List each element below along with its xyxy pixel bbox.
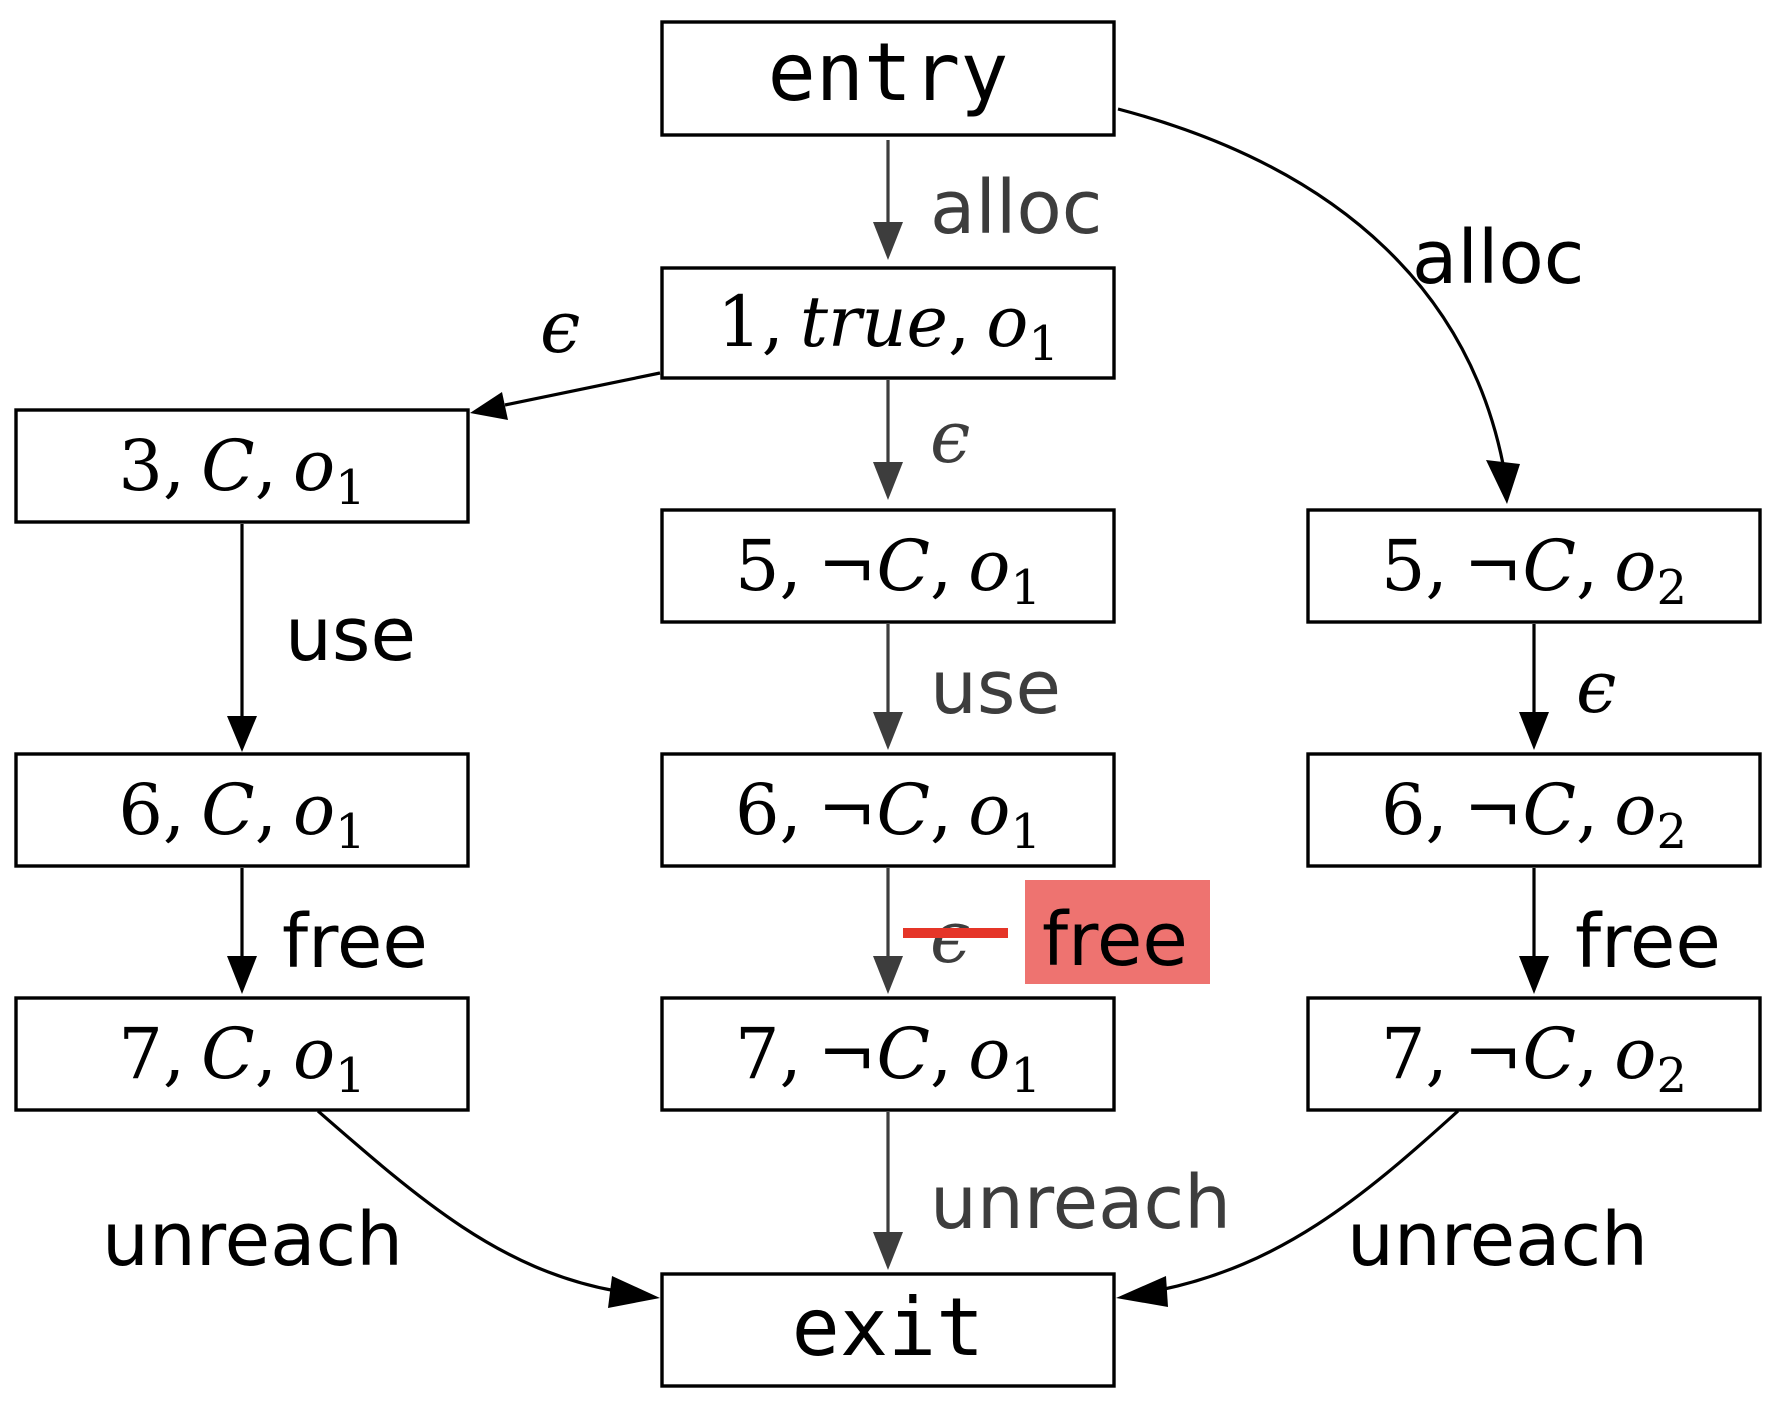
node-5r-label: 5, ¬C, o2 (1381, 525, 1687, 616)
node-6m-label: 6, ¬C, o1 (735, 769, 1041, 860)
node-7c-label: 7, C, o1 (118, 1013, 365, 1104)
node-5m-label: 5, ¬C, o1 (735, 525, 1041, 616)
edge-label-n6c-n7c: free (282, 899, 428, 985)
node-entry: entry (660, 20, 1116, 137)
node-7-c-o1: 7, C, o1 (14, 996, 470, 1112)
node-1-true-o1: 1, true, o1 (660, 266, 1116, 380)
edge-n7m-to-exit (873, 1112, 903, 1270)
edge-n6m-to-n7m (873, 868, 903, 994)
edge-label-n6m-n7m-added: free (1042, 897, 1188, 983)
edge-label-n5r-n6r: ϵ (1576, 645, 1616, 729)
node-6r-label: 6, ¬C, o2 (1381, 769, 1687, 860)
node-7m-label: 7, ¬C, o1 (735, 1013, 1041, 1104)
node-6c-label: 6, C, o1 (118, 769, 365, 860)
node-exit: exit (660, 1272, 1116, 1388)
edge-label-n3-n6c: use (285, 592, 416, 678)
edge-label-n6r-n7r: free (1575, 899, 1721, 985)
edge-n6r-to-n7r (1519, 868, 1549, 994)
node-7-notc-o1: 7, ¬C, o1 (660, 996, 1116, 1112)
node-6-c-o1: 6, C, o1 (14, 752, 470, 868)
node-5-notc-o1: 5, ¬C, o1 (660, 508, 1116, 624)
edge-label-n7r-exit: unreach (1347, 1197, 1648, 1283)
edge-n7r-to-exit (1116, 1109, 1460, 1307)
edge-label-n5m-n6m: use (930, 645, 1061, 731)
edge-label-entry-n5r: alloc (1412, 215, 1584, 301)
edge-label-n1-n3: ϵ (540, 285, 580, 369)
highlight-box (1025, 880, 1210, 984)
node-7-notc-o2: 7, ¬C, o2 (1306, 996, 1762, 1112)
edge-n1-to-n5m (873, 380, 903, 500)
edge-n6c-to-n7c (227, 868, 257, 994)
node-3-label: 3, C, o1 (118, 425, 365, 516)
edge-label-n1-n5m: ϵ (930, 395, 970, 479)
node-1-label: 1, true, o1 (717, 281, 1059, 372)
edge-n3-to-n6c (227, 524, 257, 752)
edge-label-n7m-exit: unreach (930, 1160, 1231, 1246)
node-6-notc-o1: 6, ¬C, o1 (660, 752, 1116, 868)
node-6-notc-o2: 6, ¬C, o2 (1306, 752, 1762, 868)
node-entry-label: entry (768, 26, 1009, 119)
node-7r-label: 7, ¬C, o2 (1381, 1013, 1687, 1104)
edge-label-n7c-exit: unreach (102, 1197, 403, 1283)
node-3-c-o1: 3, C, o1 (14, 408, 470, 524)
edge-n5m-to-n6m (873, 624, 903, 750)
edge-n7c-to-exit (316, 1109, 660, 1308)
node-5-notc-o2: 5, ¬C, o2 (1306, 508, 1762, 624)
edge-n1-to-n3 (470, 371, 661, 420)
edge-n5r-to-n6r (1519, 624, 1549, 750)
edge-entry-to-n5r (1117, 107, 1520, 504)
edge-entry-to-n1 (873, 140, 903, 260)
node-exit-label: exit (792, 1281, 985, 1374)
edge-label-entry-n1: alloc (930, 165, 1102, 251)
